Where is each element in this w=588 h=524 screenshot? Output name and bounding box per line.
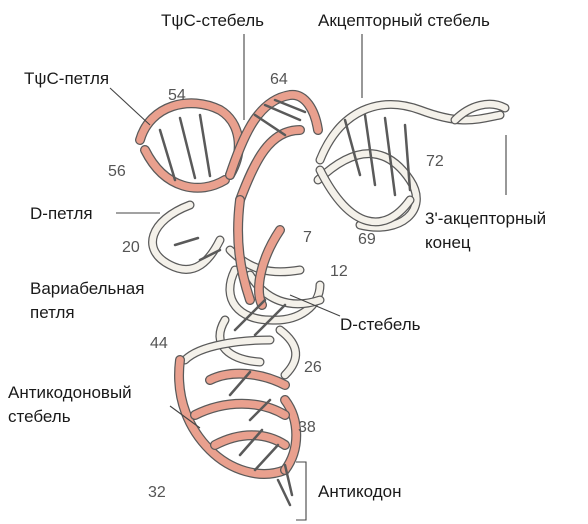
base-pair-rung	[255, 445, 278, 470]
label-anticodon-stem-line1: Антикодоновый	[8, 383, 132, 402]
label-anticodon: Антикодон	[318, 482, 401, 501]
label-variable-loop-line2: петля	[30, 303, 75, 322]
position-number: 38	[298, 419, 316, 436]
base-pair-rung	[255, 115, 285, 135]
position-number: 32	[148, 484, 166, 501]
label-d-stem: D-стебель	[340, 315, 421, 334]
position-number: 44	[150, 335, 168, 352]
position-number: 56	[108, 163, 126, 180]
position-number: 54	[168, 87, 186, 104]
anticodon-bracket	[296, 462, 306, 520]
position-number: 26	[304, 359, 322, 376]
label-acceptor-end-line2: конец	[425, 233, 471, 252]
base-pair-rung	[180, 118, 195, 178]
label-d-loop: D-петля	[30, 204, 93, 223]
label-acceptor-end-line1: 3'-акцепторный	[425, 209, 546, 228]
base-pair-rung	[200, 115, 210, 176]
label-acceptor-stem: Акцепторный стебель	[318, 11, 490, 30]
position-number: 69	[358, 231, 376, 248]
base-pair-rung	[345, 120, 360, 175]
label-anticodon-stem-line2: стебель	[8, 407, 71, 426]
position-number: 72	[426, 153, 444, 170]
label-variable-loop-line1: Вариабельная	[30, 279, 144, 298]
position-number: 64	[270, 71, 288, 88]
position-number: 20	[122, 239, 140, 256]
base-pair-rung	[175, 238, 198, 245]
leader-tpsic-loop	[110, 88, 150, 125]
label-tpsic-stem: TψC-стебель	[161, 11, 264, 30]
position-number: 7	[303, 229, 312, 246]
label-tpsic-loop: TψC-петля	[24, 69, 109, 88]
position-number: 12	[330, 263, 348, 280]
